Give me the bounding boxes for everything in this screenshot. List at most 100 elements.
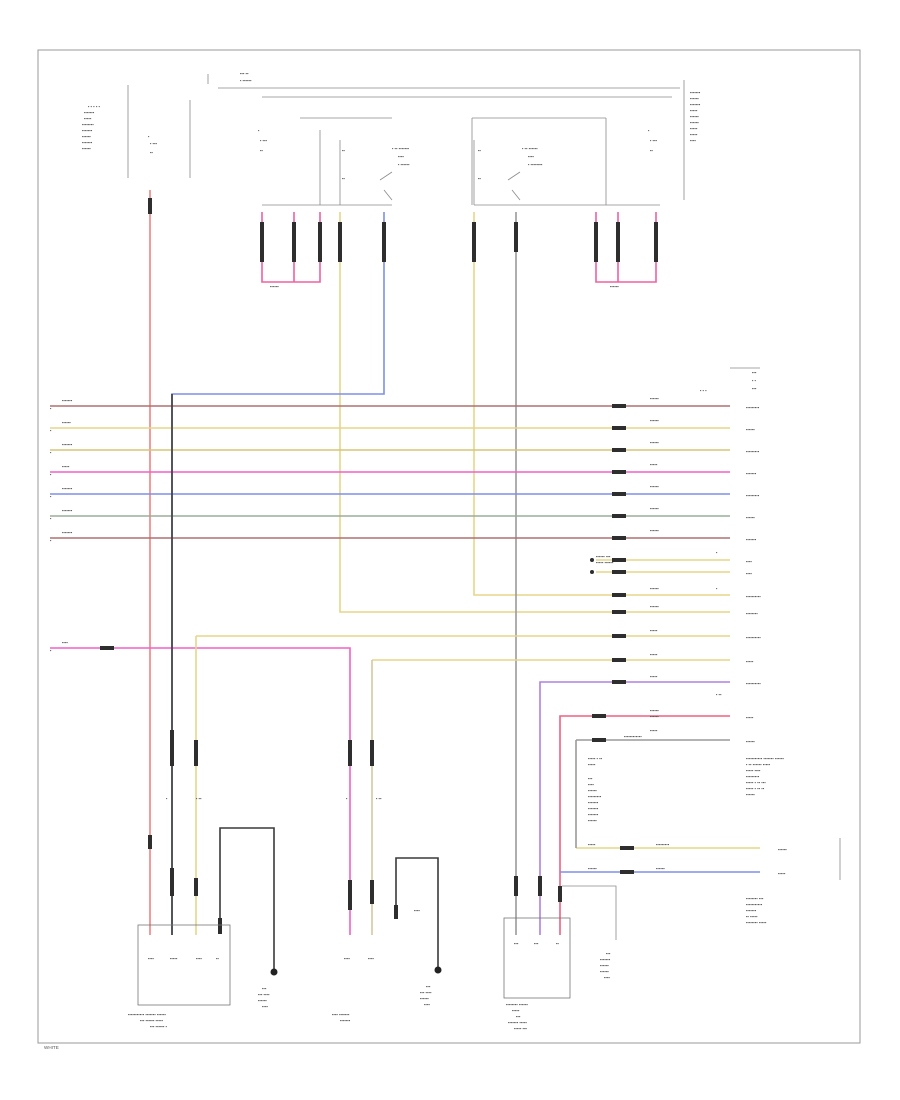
svg-text:▪ ▪▪: ▪ ▪▪ xyxy=(376,796,382,801)
svg-text:▪▪▪▪▪: ▪▪▪▪▪ xyxy=(650,462,658,467)
svg-text:▪▪▪▪▪▪ ▪▪▪: ▪▪▪▪▪▪ ▪▪▪ xyxy=(596,554,611,559)
svg-text:▪▪▪▪▪▪▪▪ ▪▪▪▪▪: ▪▪▪▪▪▪▪▪ ▪▪▪▪▪ xyxy=(746,920,767,925)
svg-text:▪▪▪▪▪▪: ▪▪▪▪▪▪ xyxy=(650,506,659,511)
svg-text:▪▪▪▪: ▪▪▪▪ xyxy=(344,956,350,961)
svg-text:▪▪▪: ▪▪▪ xyxy=(588,776,593,781)
svg-text:▪▪▪▪▪▪▪▪▪: ▪▪▪▪▪▪▪▪▪ xyxy=(746,493,760,498)
svg-text:▪▪▪▪: ▪▪▪▪ xyxy=(604,975,610,980)
svg-text:▪▪▪▪▪▪: ▪▪▪▪▪▪ xyxy=(746,739,755,744)
svg-text:▪: ▪ xyxy=(50,494,52,499)
svg-text:▪▪▪: ▪▪▪ xyxy=(534,941,539,946)
svg-text:▪▪▪▪▪▪▪: ▪▪▪▪▪▪▪ xyxy=(690,102,701,107)
svg-text:▪▪▪▪▪▪▪: ▪▪▪▪▪▪▪ xyxy=(690,90,701,95)
svg-text:▪▪▪▪▪▪▪▪▪: ▪▪▪▪▪▪▪▪▪ xyxy=(746,774,760,779)
svg-text:▪▪▪▪▪: ▪▪▪▪▪ xyxy=(170,956,178,961)
svg-text:▪▪▪▪▪▪▪▪▪▪▪: ▪▪▪▪▪▪▪▪▪▪▪ xyxy=(746,902,763,907)
svg-text:▪: ▪ xyxy=(50,406,52,411)
svg-text:▪▪▪▪▪▪: ▪▪▪▪▪▪ xyxy=(650,604,659,609)
svg-text:▪▪▪▪▪▪▪: ▪▪▪▪▪▪▪ xyxy=(340,1018,351,1023)
svg-text:▪▪▪▪▪: ▪▪▪▪▪ xyxy=(778,871,786,876)
svg-text:▪▪▪▪▪: ▪▪▪▪▪ xyxy=(746,715,754,720)
svg-text:▪▪▪▪▪: ▪▪▪▪▪ xyxy=(690,132,698,137)
svg-text:▪▪▪▪▪▪: ▪▪▪▪▪▪ xyxy=(258,998,267,1003)
svg-text:▪▪▪▪▪▪▪▪ ▪▪▪: ▪▪▪▪▪▪▪▪ ▪▪▪ xyxy=(746,896,764,901)
svg-text:▪▪▪▪▪▪: ▪▪▪▪▪▪ xyxy=(650,528,659,533)
svg-text:▪▪▪▪▪▪: ▪▪▪▪▪▪ xyxy=(650,484,659,489)
svg-text:▪▪▪▪: ▪▪▪▪ xyxy=(148,956,154,961)
svg-text:▪ ▪▪ ▪▪▪▪▪▪ ▪▪▪▪▪: ▪ ▪▪ ▪▪▪▪▪▪ ▪▪▪▪▪ xyxy=(746,762,771,767)
svg-text:▪ ▪▪▪▪▪▪: ▪ ▪▪▪▪▪▪ xyxy=(398,162,410,167)
lower-right-wire-labels: ▪▪▪▪▪▪ ▪▪▪▪▪▪ ▪▪▪▪▪▪▪▪▪▪▪▪ ▪▪▪▪▪ ▪▪▪▪▪▪▪… xyxy=(588,554,670,871)
svg-text:▪▪▪▪▪▪▪: ▪▪▪▪▪▪▪ xyxy=(746,537,757,542)
left-wire-labels: ▪▪▪▪▪▪▪ ▪▪▪▪▪▪ ▪▪▪▪▪▪▪ ▪▪▪▪▪ ▪▪▪▪▪▪▪ ▪▪▪… xyxy=(50,398,73,653)
svg-text:▪▪▪▪▪ ▪▪▪▪: ▪▪▪▪▪ ▪▪▪▪ xyxy=(746,768,761,773)
svg-text:▪ ▪▪▪▪▪▪▪▪: ▪ ▪▪▪▪▪▪▪▪ xyxy=(528,162,543,167)
svg-text:▪▪: ▪▪ xyxy=(150,150,153,155)
svg-text:▪▪▪▪▪ ▪▪▪: ▪▪▪▪▪ ▪▪▪ xyxy=(514,1026,528,1031)
ground-3: ▪▪▪ ▪▪▪▪▪▪▪ ▪▪▪▪▪▪ ▪▪▪▪▪▪ ▪▪▪▪ xyxy=(562,885,617,980)
svg-text:▪▪▪▪▪: ▪▪▪▪▪ xyxy=(62,464,70,469)
svg-text:▪: ▪ xyxy=(148,134,150,139)
svg-text:▪▪▪▪▪ ▪ ▪▪: ▪▪▪▪▪ ▪ ▪▪ xyxy=(588,756,603,761)
svg-text:▪▪▪▪▪▪▪: ▪▪▪▪▪▪▪ xyxy=(82,128,93,133)
ground-2: ▪▪▪▪ ▪▪▪ ▪▪▪ ▪▪▪▪ ▪▪▪▪▪▪ ▪▪▪▪ xyxy=(395,857,442,1007)
svg-text:▪▪▪▪▪: ▪▪▪▪▪ xyxy=(84,116,92,121)
svg-text:▪▪: ▪▪ xyxy=(342,148,345,153)
svg-text:▪ ▪ ▪: ▪ ▪ ▪ xyxy=(700,388,707,393)
svg-text:▪: ▪ xyxy=(50,516,52,521)
svg-text:▪▪ ▪▪▪▪▪: ▪▪ ▪▪▪▪▪ xyxy=(746,914,758,919)
svg-text:▪ ▪▪▪: ▪ ▪▪▪ xyxy=(650,138,658,143)
svg-text:▪▪▪▪▪▪: ▪▪▪▪▪▪ xyxy=(690,114,699,119)
svg-text:▪ ▪ ▪ ▪ ▪: ▪ ▪ ▪ ▪ ▪ xyxy=(88,104,101,109)
svg-text:▪▪: ▪▪ xyxy=(556,941,559,946)
svg-text:▪: ▪ xyxy=(50,538,52,543)
svg-text:▪▪▪▪▪▪▪▪▪▪▪ ▪▪▪▪▪▪▪ ▪▪▪▪▪▪: ▪▪▪▪▪▪▪▪▪▪▪ ▪▪▪▪▪▪▪ ▪▪▪▪▪▪ xyxy=(746,756,784,761)
svg-text:▪▪▪▪▪▪: ▪▪▪▪▪▪ xyxy=(588,818,597,823)
svg-text:▪▪▪▪▪▪: ▪▪▪▪▪▪ xyxy=(690,96,699,101)
svg-text:▪▪▪▪▪▪: ▪▪▪▪▪▪ xyxy=(270,284,279,289)
svg-text:▪▪▪▪: ▪▪▪▪ xyxy=(746,571,752,576)
svg-text:▪▪▪▪▪▪▪: ▪▪▪▪▪▪▪ xyxy=(62,442,73,447)
svg-text:▪▪▪▪▪ ▪ ▪▪ ▪▪▪: ▪▪▪▪▪ ▪ ▪▪ ▪▪▪ xyxy=(746,780,766,785)
svg-text:▪▪▪▪▪ ▪ ▪▪ ▪▪: ▪▪▪▪▪ ▪ ▪▪ ▪▪ xyxy=(746,786,765,791)
svg-text:▪▪▪▪▪▪: ▪▪▪▪▪▪ xyxy=(600,969,609,974)
svg-text:▪▪▪▪▪: ▪▪▪▪▪ xyxy=(690,108,698,113)
svg-text:▪▪▪▪▪: ▪▪▪▪▪ xyxy=(650,728,658,733)
svg-text:▪▪▪▪▪▪▪▪▪▪: ▪▪▪▪▪▪▪▪▪▪ xyxy=(746,681,761,686)
svg-text:▪▪▪▪▪▪▪: ▪▪▪▪▪▪▪ xyxy=(746,471,757,476)
svg-text:▪▪▪: ▪▪▪ xyxy=(514,941,519,946)
svg-text:▪▪▪: ▪▪▪ xyxy=(752,386,757,391)
svg-text:▪▪▪▪▪▪: ▪▪▪▪▪▪ xyxy=(610,284,619,289)
svg-text:▪▪▪ ▪▪▪▪▪▪ ▪: ▪▪▪ ▪▪▪▪▪▪ ▪ xyxy=(150,1024,168,1029)
svg-text:▪: ▪ xyxy=(50,648,52,653)
svg-text:▪▪: ▪▪ xyxy=(260,148,263,153)
svg-text:▪▪▪▪▪▪: ▪▪▪▪▪▪ xyxy=(82,146,91,151)
svg-text:▪▪▪▪▪▪: ▪▪▪▪▪▪ xyxy=(650,418,659,423)
svg-text:▪▪▪▪▪▪▪: ▪▪▪▪▪▪▪ xyxy=(600,957,611,962)
right-pin-labels: ▪▪▪▪▪▪ ▪▪▪▪▪▪ ▪▪▪▪▪▪ ▪▪▪▪▪ ▪▪▪▪▪▪ ▪▪▪▪▪▪… xyxy=(650,367,787,876)
svg-text:▪▪▪▪▪▪▪▪▪: ▪▪▪▪▪▪▪▪▪ xyxy=(588,794,602,799)
svg-text:▪▪▪: ▪▪▪ xyxy=(752,370,757,375)
svg-text:▪▪▪▪▪▪: ▪▪▪▪▪▪ xyxy=(650,396,659,401)
svg-text:▪▪▪▪: ▪▪▪▪ xyxy=(528,154,534,159)
svg-text:▪▪▪▪▪: ▪▪▪▪▪ xyxy=(512,1008,520,1013)
svg-text:▪: ▪ xyxy=(166,796,168,801)
svg-text:▪▪▪▪: ▪▪▪▪ xyxy=(414,908,420,913)
svg-text:▪: ▪ xyxy=(716,586,718,591)
svg-text:▪▪: ▪▪ xyxy=(216,956,219,961)
svg-text:▪▪▪▪▪: ▪▪▪▪▪ xyxy=(650,628,658,633)
svg-text:▪▪▪▪: ▪▪▪▪ xyxy=(690,138,696,143)
svg-text:▪▪▪▪▪▪▪▪▪: ▪▪▪▪▪▪▪▪▪ xyxy=(656,842,670,847)
svg-text:▪▪▪▪▪▪: ▪▪▪▪▪▪ xyxy=(746,427,755,432)
svg-text:▪▪▪: ▪▪▪ xyxy=(262,986,267,991)
svg-text:▪▪▪▪: ▪▪▪▪ xyxy=(196,956,202,961)
svg-text:▪ ▪▪▪: ▪ ▪▪▪ xyxy=(150,141,158,146)
svg-text:▪▪▪▪▪▪: ▪▪▪▪▪▪ xyxy=(82,134,91,139)
svg-text:▪▪▪: ▪▪▪ xyxy=(426,984,431,989)
page-ref-label: WHITE xyxy=(44,1045,59,1050)
svg-text:▪: ▪ xyxy=(258,128,260,133)
svg-text:▪▪▪▪▪▪▪▪▪▪: ▪▪▪▪▪▪▪▪▪▪ xyxy=(746,594,761,599)
svg-text:▪▪▪▪▪▪▪: ▪▪▪▪▪▪▪ xyxy=(84,110,95,115)
diagram-frame xyxy=(37,49,861,1044)
